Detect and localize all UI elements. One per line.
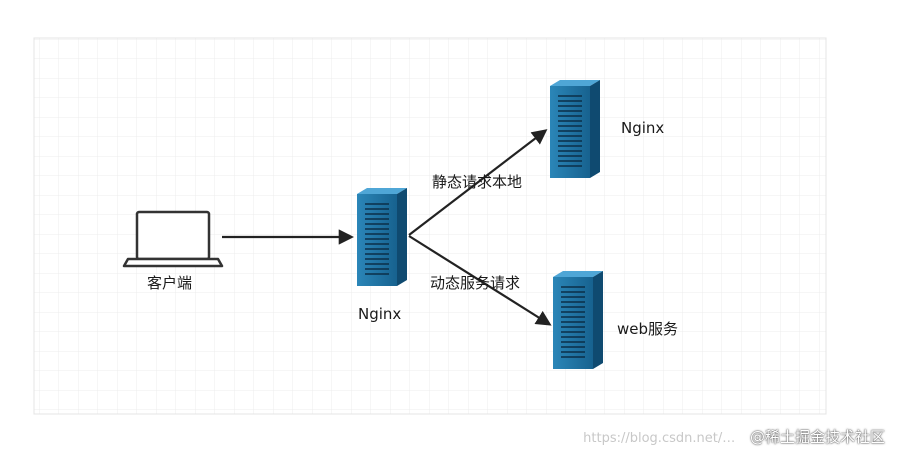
edge-dynamic — [408, 235, 552, 326]
dynamic-edge-label: 动态服务请求 — [430, 274, 521, 292]
static-edge-label: 静态请求本地 — [432, 173, 523, 191]
client-label: 客户端 — [147, 274, 193, 292]
static-server-label: Nginx — [621, 119, 665, 137]
web-server-label: web服务 — [617, 320, 679, 338]
watermark: https://blog.csdn.net/… @稀土掘金技术社区 — [583, 426, 885, 447]
server-icon — [550, 80, 600, 178]
proxy-label: Nginx — [358, 305, 402, 323]
edge-static — [408, 129, 548, 236]
server-icon — [357, 188, 407, 286]
laptop-icon — [122, 210, 224, 268]
watermark-url: https://blog.csdn.net/… — [583, 431, 736, 446]
watermark-text: @稀土掘金技术社区 — [749, 428, 885, 446]
server-icon — [553, 271, 603, 369]
